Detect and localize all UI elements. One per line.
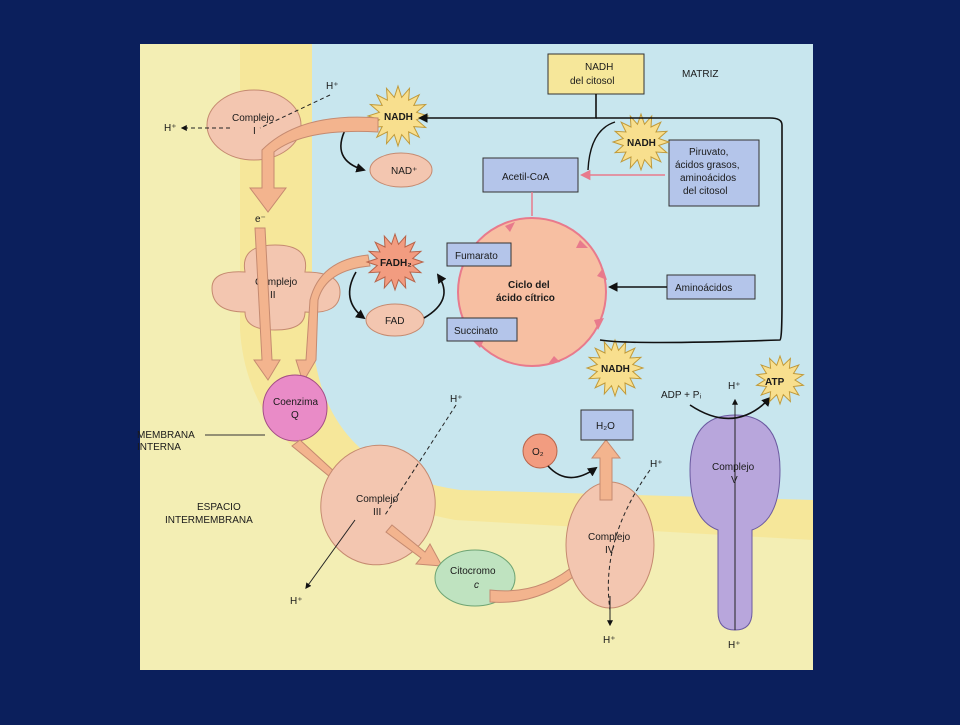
nadh-citosol-label-1: NADH bbox=[585, 62, 613, 73]
complex-iii-label-2: III bbox=[373, 507, 381, 518]
nadh-to-nad-arrow bbox=[340, 127, 366, 173]
piruvato-box bbox=[668, 139, 760, 207]
proton-arrow-c3 bbox=[305, 519, 356, 589]
fadh2-starburst bbox=[365, 232, 425, 292]
electron-label: e⁻ bbox=[255, 214, 266, 225]
complex-iv-label-2: IV bbox=[605, 545, 615, 556]
complex-iii-to-cyt-arrow bbox=[385, 524, 443, 567]
atp-label: ATP bbox=[765, 377, 785, 388]
acetil-coa-box bbox=[482, 157, 579, 193]
nadh-starburst-top bbox=[366, 84, 430, 148]
nadh-return-loop bbox=[596, 117, 783, 344]
succinato-label: Succinato bbox=[454, 326, 498, 337]
piruvato-label-3: aminoácidos bbox=[680, 173, 736, 184]
nad-plus-label: NAD⁺ bbox=[391, 166, 417, 177]
h-c4-bottom: H⁺ bbox=[603, 635, 616, 646]
fumarato-label: Fumarato bbox=[455, 251, 498, 262]
h-c1-left: H⁺ bbox=[164, 123, 177, 134]
coenzyme-q bbox=[262, 374, 328, 442]
h2o-box bbox=[580, 409, 634, 441]
h-c1-top: H⁺ bbox=[326, 81, 339, 92]
cycle-label-2: ácido cítrico bbox=[496, 293, 555, 304]
h-c5-bottom: H⁺ bbox=[728, 640, 741, 651]
nadh-top-label: NADH bbox=[384, 112, 413, 123]
cytochrome-label-2: c bbox=[474, 580, 479, 591]
complex-v-label-1: Complejo bbox=[712, 462, 755, 473]
adp-to-atp-arrow bbox=[689, 396, 772, 420]
nadh-starburst-mid bbox=[611, 112, 671, 172]
complex-i-label-1: Complejo bbox=[232, 113, 275, 124]
succinato-box bbox=[446, 317, 518, 342]
label-membrana-1: MEMBRANA bbox=[137, 430, 195, 441]
complex-i-label-2: I bbox=[253, 126, 256, 137]
h-c3-bottom: H⁺ bbox=[290, 596, 303, 607]
nadh-mid-connector bbox=[587, 121, 616, 171]
nadh-mid-label: NADH bbox=[627, 138, 656, 149]
complex-iv-label-1: Complejo bbox=[588, 532, 631, 543]
h-c4-top: H⁺ bbox=[650, 459, 663, 470]
o2-to-h2o-arrow bbox=[547, 465, 598, 479]
fumarato-box bbox=[446, 242, 512, 267]
coenzyme-q-label-2: Q bbox=[291, 410, 299, 421]
cycle-label-1: Ciclo del bbox=[508, 280, 550, 291]
acetil-coa-label: Acetil-CoA bbox=[502, 172, 550, 183]
adp-pi-label: ADP + Pᵢ bbox=[661, 390, 701, 401]
h-c5-top: H⁺ bbox=[728, 381, 741, 392]
nadh-bottom-label: NADH bbox=[601, 364, 630, 375]
fad-label: FAD bbox=[385, 316, 404, 327]
complex-iv-to-h2o-arrow bbox=[590, 439, 622, 501]
nadh-electron-flow bbox=[249, 116, 379, 213]
nadh-starburst-bottom bbox=[585, 338, 645, 398]
complex-iii-label-1: Complejo bbox=[356, 494, 399, 505]
nad-plus bbox=[369, 152, 433, 188]
complex-iii bbox=[320, 444, 436, 566]
o2-label: O₂ bbox=[532, 447, 544, 458]
label-espacio-1: ESPACIO bbox=[197, 502, 241, 513]
label-matriz: MATRIZ bbox=[682, 69, 718, 80]
label-membrana-2: INTERNA bbox=[137, 442, 181, 453]
proton-path-c1 bbox=[259, 94, 331, 129]
cytochrome-label-1: Citocromo bbox=[450, 566, 496, 577]
cycle-direction-marks bbox=[472, 222, 607, 364]
complex-i-to-q-arrow bbox=[253, 227, 281, 381]
aminoacidos-label: Aminoácidos bbox=[675, 283, 732, 294]
nadh-citosol-box bbox=[547, 53, 645, 95]
atp-starburst bbox=[755, 354, 805, 406]
complex-ii-label-2: II bbox=[270, 290, 276, 301]
o2 bbox=[522, 433, 558, 469]
complex-ii bbox=[211, 244, 341, 331]
h2o-label: H₂O bbox=[596, 421, 615, 432]
complex-i bbox=[206, 89, 302, 161]
aminoacidos-box bbox=[666, 274, 756, 300]
complex-ii-label-1: Complejo bbox=[255, 277, 298, 288]
piruvato-label-4: del citosol bbox=[683, 186, 727, 197]
piruvato-label-2: ácidos grasos, bbox=[675, 160, 739, 171]
coenzyme-q-label-1: Coenzima bbox=[273, 397, 318, 408]
proton-path-c4 bbox=[607, 469, 651, 611]
fad bbox=[365, 303, 425, 337]
proton-path-c3 bbox=[384, 404, 457, 516]
fad-to-fadh2-arrow bbox=[423, 273, 447, 319]
label-espacio-2: INTERMEMBRANA bbox=[165, 515, 253, 526]
fadh2-to-fad-arrow bbox=[348, 271, 366, 320]
fadh2-to-q-arrow bbox=[295, 254, 371, 384]
h-c3-top: H⁺ bbox=[450, 394, 463, 405]
piruvato-label-1: Piruvato, bbox=[689, 147, 728, 158]
nadh-citosol-label-2: del citosol bbox=[570, 76, 614, 87]
fadh2-label: FADH₂ bbox=[380, 258, 412, 269]
